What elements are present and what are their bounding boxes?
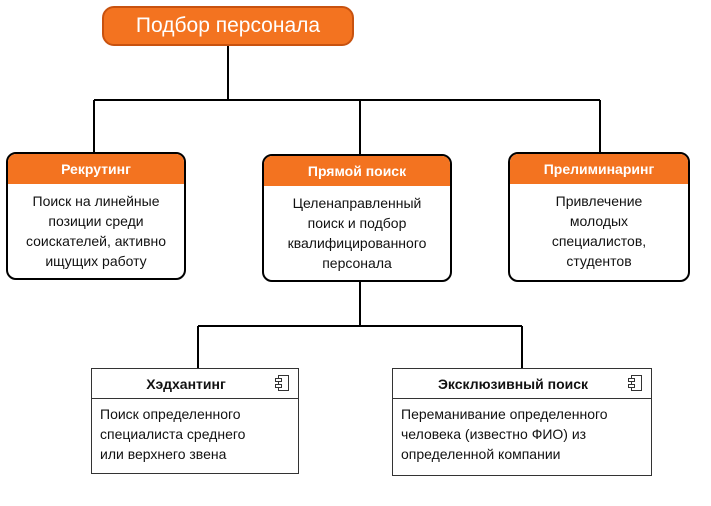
subtype-exclusive-search: Эксклюзивный поиск Переманивание определ… <box>392 368 652 476</box>
subtype-title: Хэдхантинг <box>146 375 226 392</box>
subtype-description: Переманивание определенного человека (из… <box>401 406 608 462</box>
root-node-recruitment: Подбор персонала <box>102 6 354 46</box>
branch-description: Целенаправленный поиск и подбор квалифиц… <box>287 195 427 271</box>
branch-description: Привлечение молодых специалистов, студен… <box>551 193 647 269</box>
component-icon <box>628 375 642 391</box>
subtype-description: Поиск определенного специалиста среднего… <box>100 406 246 462</box>
branch-title: Прямой поиск <box>264 156 450 186</box>
subtype-headhunting: Хэдхантинг Поиск определенного специалис… <box>91 368 299 474</box>
branch-title: Рекрутинг <box>8 154 184 184</box>
branch-recruiting: Рекрутинг Поиск на линейные позиции сред… <box>6 152 186 280</box>
subtype-title: Эксклюзивный поиск <box>437 375 589 392</box>
branch-direct-search: Прямой поиск Целенаправленный поиск и по… <box>262 154 452 282</box>
branch-preliminaring: Прелиминаринг Привлечение молодых специа… <box>508 152 690 282</box>
root-label: Подбор персонала <box>135 14 321 37</box>
branch-description: Поиск на линейные позиции среди соискате… <box>25 193 167 269</box>
branch-title: Прелиминаринг <box>510 154 688 184</box>
component-icon <box>275 375 289 391</box>
